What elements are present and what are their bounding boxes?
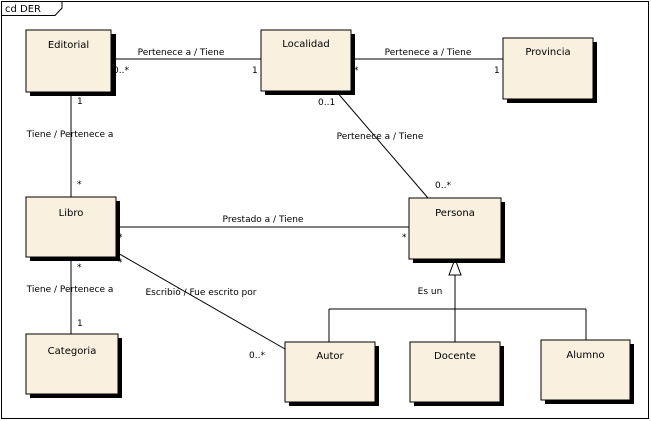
entity-libro[interactable]: Libro xyxy=(25,196,120,261)
generalization-arrowhead xyxy=(448,257,462,276)
multiplicity-editorial-libro-b: * xyxy=(77,180,82,190)
multiplicity-libro-autor-b: 0..* xyxy=(249,351,265,361)
line-libro-autor xyxy=(115,251,286,350)
multiplicity-libro-autor-a: * xyxy=(118,258,123,268)
multiplicity-localidad-provincia-a: * xyxy=(354,66,359,76)
entity-label-autor: Autor xyxy=(316,351,344,362)
entity-label-provincia: Provincia xyxy=(525,47,570,58)
relation-label-localidad-provincia: Pertenece a / Tiene xyxy=(385,48,472,58)
relation-label-libro-autor: Escribió / Fue escrito por xyxy=(146,287,257,298)
entity-persona[interactable]: Persona xyxy=(408,197,505,263)
entity-label-editorial: Editorial xyxy=(48,40,89,51)
multiplicity-libro-categoria-a: * xyxy=(77,263,82,273)
entity-autor[interactable]: Autor xyxy=(284,341,379,406)
relation-label-libro-persona: Prestado a / Tiene xyxy=(223,215,304,225)
relation-label-editorial-libro: Tiene / Pertenece a xyxy=(26,130,114,140)
multiplicity-libro-persona-a: * xyxy=(118,233,123,243)
relationship-lines xyxy=(70,58,587,350)
multiplicity-libro-persona-b: * xyxy=(402,233,407,243)
relation-label-generalization: Es un xyxy=(418,287,443,297)
multiplicity-editorial-libro-a: 1 xyxy=(77,97,83,107)
entity-label-persona: Persona xyxy=(435,208,475,219)
relation-label-editorial-localidad: Pertenece a / Tiene xyxy=(138,48,225,58)
multiplicity-libro-categoria-b: 1 xyxy=(77,319,83,329)
entity-provincia[interactable]: Provincia xyxy=(502,37,597,103)
entity-label-alumno: Alumno xyxy=(566,350,604,361)
multiplicity-editorial-localidad-b: 1 xyxy=(252,66,258,76)
entity-label-docente: Docente xyxy=(434,351,476,362)
entity-localidad[interactable]: Localidad xyxy=(260,29,355,95)
entity-label-categoria: Categoria xyxy=(48,346,97,357)
frame-tab xyxy=(1,1,63,16)
entity-editorial[interactable]: Editorial xyxy=(25,29,116,96)
entity-alumno[interactable]: Alumno xyxy=(540,339,634,404)
multiplicity-editorial-localidad-a: 0..* xyxy=(113,66,129,76)
entity-label-localidad: Localidad xyxy=(282,39,330,50)
frame-title: cd DER xyxy=(5,4,41,15)
entity-label-libro: Libro xyxy=(59,208,84,219)
multiplicity-localidad-persona-b: 0..* xyxy=(435,181,451,191)
entity-docente[interactable]: Docente xyxy=(409,341,504,406)
line-localidad-persona xyxy=(335,90,429,199)
multiplicity-localidad-persona-a: 0..1 xyxy=(318,98,335,108)
entity-categoria[interactable]: Categoria xyxy=(25,333,122,398)
relation-label-libro-categoria: Tiene / Pertenece a xyxy=(26,285,114,295)
relation-label-localidad-persona: Pertenece a / Tiene xyxy=(337,132,424,142)
multiplicity-localidad-provincia-b: 1 xyxy=(494,66,500,76)
